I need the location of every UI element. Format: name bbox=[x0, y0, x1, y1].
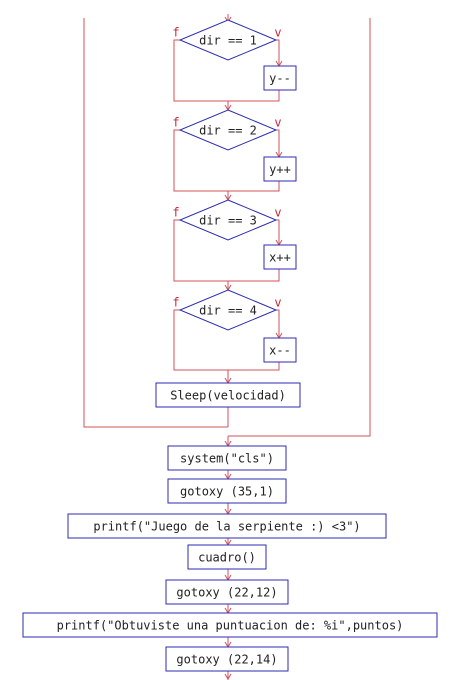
decision-1-merge-edge bbox=[228, 90, 280, 102]
step-3-box bbox=[67, 513, 387, 539]
step-2-box bbox=[167, 478, 287, 504]
decision-4-condition: dir == 4 bbox=[199, 304, 257, 318]
decision-3-false-label: f bbox=[172, 206, 179, 220]
step-1-text: system("cls") bbox=[180, 452, 274, 466]
decision-4-false-label: f bbox=[172, 296, 179, 310]
step-7-text: gotoxy (22,14) bbox=[176, 653, 277, 667]
decision-3-merge-edge bbox=[228, 269, 280, 282]
decision-2-condition: dir == 2 bbox=[199, 124, 257, 138]
decision-4-false-edge bbox=[173, 309, 228, 371]
sleep-box bbox=[155, 382, 301, 408]
decision-3-action-box bbox=[263, 244, 297, 270]
decision-4-action-text: x-- bbox=[269, 344, 291, 358]
decision-1-false-label: f bbox=[172, 26, 179, 40]
decision-1-true-label: v bbox=[274, 26, 281, 40]
step-4-box bbox=[187, 544, 267, 570]
step-5-box bbox=[165, 579, 289, 605]
decision-1-action-box bbox=[263, 65, 297, 91]
step-1-box bbox=[167, 445, 287, 471]
decision-3-action-text: x++ bbox=[269, 251, 291, 265]
decision-2-diamond bbox=[178, 109, 278, 151]
decision-2-merge-edge bbox=[228, 181, 280, 192]
flowchart-nodes: dir == 1 f v y-- dir == 2 f v y++ dir == 3 f v x++ d… bbox=[22, 19, 438, 672]
decision-4-diamond bbox=[178, 289, 278, 331]
decision-4-true-label: v bbox=[274, 296, 281, 310]
decision-3-diamond bbox=[178, 199, 278, 241]
loop-right-rail bbox=[228, 18, 371, 437]
decision-2-false-edge bbox=[173, 129, 228, 192]
decision-3-condition: dir == 3 bbox=[199, 214, 257, 228]
step-2-text: gotoxy (35,1) bbox=[180, 485, 274, 499]
decision-2-true-label: v bbox=[274, 116, 281, 130]
decision-4-merge-edge bbox=[228, 362, 280, 371]
decision-2-false-label: f bbox=[172, 116, 179, 130]
decision-2-action-box bbox=[263, 156, 297, 182]
decision-4-action-box bbox=[263, 337, 297, 363]
step-3-text: printf("Juego de la serpiente :) <3") bbox=[93, 520, 360, 534]
step-7-box bbox=[165, 646, 289, 672]
step-6-text: printf("Obtuviste una puntuacion de: %i"… bbox=[57, 619, 404, 633]
loop-left-rail bbox=[83, 18, 228, 428]
sleep-text: Sleep(velocidad) bbox=[170, 389, 286, 403]
step-5-text: gotoxy (22,12) bbox=[176, 586, 277, 600]
decision-1-false-edge bbox=[173, 39, 228, 102]
decision-1-action-text: y-- bbox=[269, 72, 291, 86]
step-6-box bbox=[22, 612, 438, 638]
decision-3-true-label: v bbox=[274, 206, 281, 220]
decision-2-action-text: y++ bbox=[269, 163, 291, 177]
decision-1-diamond bbox=[178, 19, 278, 61]
step-4-text: cuadro() bbox=[198, 551, 256, 565]
step-7-out-arrow bbox=[224, 673, 232, 680]
decision-1-condition: dir == 1 bbox=[199, 34, 257, 48]
decision-3-false-edge bbox=[173, 219, 228, 282]
